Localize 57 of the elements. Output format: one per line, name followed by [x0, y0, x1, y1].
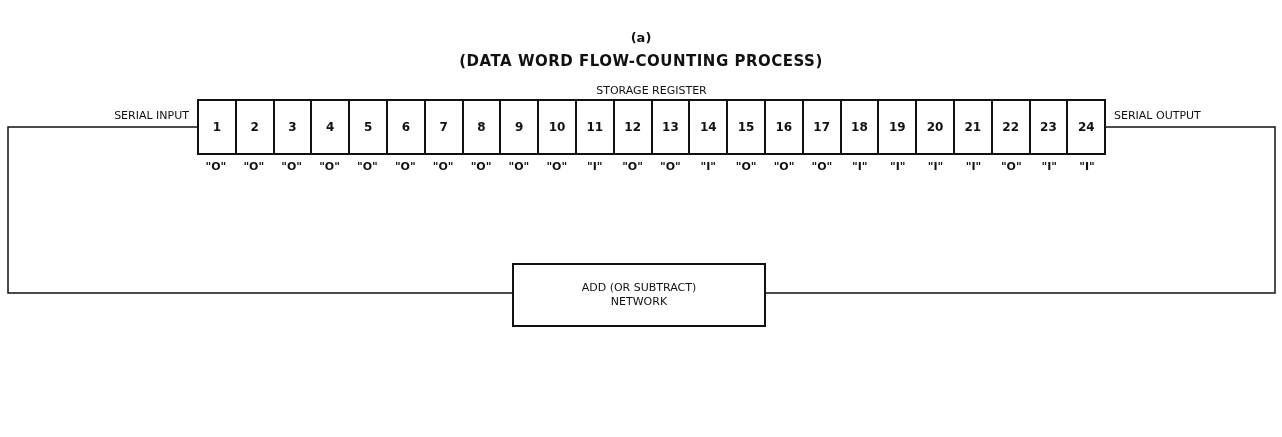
- bit-number: 2: [250, 120, 259, 134]
- bit-number: 23: [1040, 120, 1057, 134]
- bit-value: "O": [660, 160, 681, 173]
- bit-value: "I": [889, 160, 906, 173]
- bit-value: "I": [700, 160, 717, 173]
- bit-number: 20: [926, 120, 944, 134]
- bit-number: 7: [439, 120, 448, 134]
- bit-value: "O": [281, 160, 303, 173]
- bit-value: "O": [394, 160, 416, 173]
- bit-number: 19: [888, 120, 906, 134]
- bit-number: 13: [662, 120, 679, 134]
- bit-number: 18: [851, 120, 868, 134]
- bit-value: "I": [586, 160, 603, 173]
- bit-value: "I": [1041, 160, 1057, 173]
- bit-value: "O": [1000, 160, 1022, 173]
- bit-number: 4: [326, 120, 335, 134]
- bit-value: "O": [735, 160, 757, 173]
- bit-number: 8: [477, 120, 486, 134]
- bit-value: "O": [470, 160, 492, 173]
- bit-number: 3: [288, 120, 297, 134]
- bit-number: 1: [212, 120, 222, 134]
- bit-value: "O": [546, 160, 568, 173]
- bit-value: "O": [205, 160, 227, 173]
- bit-value: "I": [927, 160, 944, 173]
- bit-number: 10: [548, 120, 566, 134]
- bit-number: 5: [363, 120, 373, 134]
- bit-number: 24: [1077, 120, 1095, 134]
- bit-number: 16: [775, 120, 793, 134]
- bit-value: "O": [773, 160, 795, 173]
- bit-value: "O": [243, 160, 265, 173]
- bit-value: "O": [622, 160, 643, 173]
- register-heading: STORAGE REGISTER: [595, 84, 708, 97]
- edge-label: SERIAL INPUT: [114, 109, 189, 122]
- bit-number: 14: [699, 120, 717, 134]
- bit-number: 11: [586, 120, 604, 134]
- network-label: ADD (OR SUBTRACT) NETWORK: [580, 281, 698, 309]
- bit-number: 12: [624, 120, 641, 134]
- bit-number: 21: [964, 120, 982, 134]
- bit-value: "I": [965, 160, 982, 173]
- bit-number: 6: [401, 120, 411, 134]
- bit-number: 15: [737, 120, 755, 134]
- bit-value: "O": [432, 160, 454, 173]
- bit-value: "O": [319, 160, 340, 173]
- figure-label: (a): [629, 30, 653, 45]
- bit-number: 17: [813, 120, 830, 134]
- connector-line: [765, 126, 1276, 294]
- bit-value: "I": [852, 160, 868, 173]
- network-box: [512, 263, 766, 327]
- bit-value: "O": [811, 160, 833, 173]
- bit-value: "O": [357, 160, 378, 173]
- bit-number: 22: [1002, 120, 1019, 134]
- bit-value: "I": [1079, 160, 1095, 173]
- diagram-title: (DATA WORD FLOW-COUNTING PROCESS): [458, 52, 824, 70]
- connector-line: [7, 126, 513, 294]
- bit-value: "O": [508, 160, 530, 173]
- bit-number: 9: [515, 120, 524, 134]
- edge-label: SERIAL OUTPUT: [1114, 109, 1201, 122]
